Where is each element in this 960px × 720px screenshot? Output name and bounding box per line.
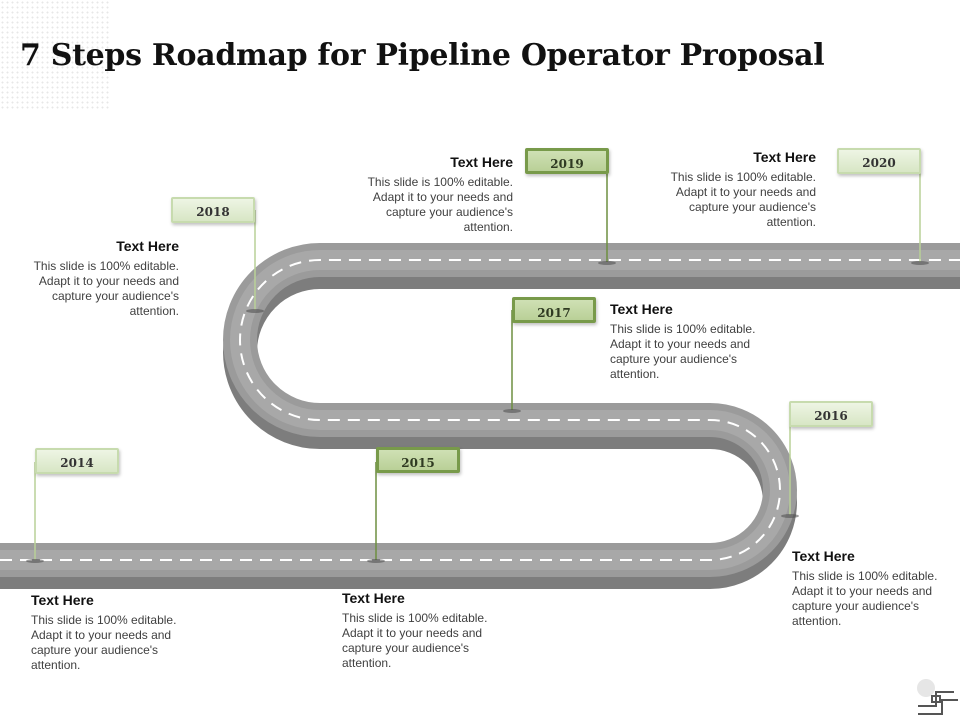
milestone-text-2016: Text Here This slide is 100% editable. A…	[792, 548, 952, 629]
milestone-text-2018: Text Here This slide is 100% editable. A…	[19, 238, 179, 319]
flag-pole-shadows	[26, 261, 929, 563]
milestone-text-2020: Text Here This slide is 100% editable. A…	[656, 149, 816, 230]
milestone-heading: Text Here	[116, 238, 179, 254]
flag-poles	[34, 162, 921, 560]
milestone-text-2019: Text Here This slide is 100% editable. A…	[353, 154, 513, 235]
year-flag-2016: 2016	[789, 401, 873, 427]
year-flag-2014: 2014	[35, 448, 119, 474]
year-flag-2017: 2017	[512, 297, 596, 323]
milestone-body: This slide is 100% editable. Adapt it to…	[610, 322, 756, 381]
milestone-heading: Text Here	[610, 301, 673, 317]
milestone-body: This slide is 100% editable. Adapt it to…	[33, 259, 179, 318]
milestone-heading: Text Here	[792, 548, 855, 564]
year-flag-2015: 2015	[376, 447, 460, 473]
milestone-heading: Text Here	[342, 590, 405, 606]
milestone-text-2015: Text Here This slide is 100% editable. A…	[342, 590, 502, 671]
year-flag-2018: 2018	[171, 197, 255, 223]
pipeline-icon	[917, 679, 958, 715]
slide-title: 7 Steps Roadmap for Pipeline Operator Pr…	[20, 38, 825, 73]
milestone-body: This slide is 100% editable. Adapt it to…	[367, 175, 513, 234]
milestone-body: This slide is 100% editable. Adapt it to…	[670, 170, 816, 229]
decorative-dot-pattern	[0, 0, 110, 110]
milestone-text-2017: Text Here This slide is 100% editable. A…	[610, 301, 770, 382]
milestone-heading: Text Here	[31, 592, 94, 608]
milestone-text-2014: Text Here This slide is 100% editable. A…	[31, 592, 191, 673]
milestone-body: This slide is 100% editable. Adapt it to…	[342, 611, 488, 670]
milestone-heading: Text Here	[753, 149, 816, 165]
year-flag-2019: 2019	[525, 148, 609, 174]
year-flag-2020: 2020	[837, 148, 921, 174]
milestone-body: This slide is 100% editable. Adapt it to…	[31, 613, 177, 672]
milestone-body: This slide is 100% editable. Adapt it to…	[792, 569, 938, 628]
milestone-heading: Text Here	[450, 154, 513, 170]
